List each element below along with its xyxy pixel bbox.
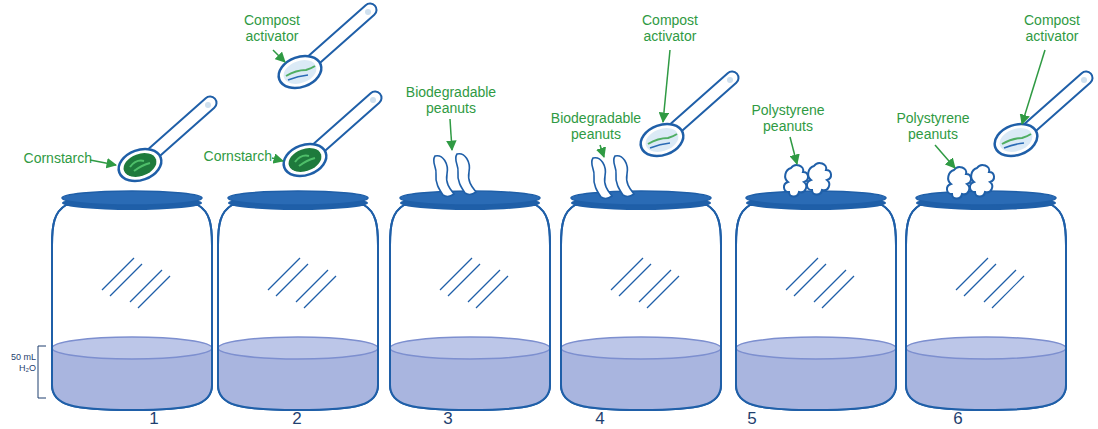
leader-line bbox=[790, 137, 797, 164]
callout-label: Compost activator bbox=[630, 12, 710, 44]
peanut bbox=[456, 154, 476, 195]
peanut bbox=[614, 156, 634, 197]
callout-label: Polystyrene peanuts bbox=[740, 102, 836, 134]
jar bbox=[218, 191, 378, 410]
callout-label: Polystyrene peanuts bbox=[885, 110, 981, 142]
peanut bbox=[807, 163, 831, 194]
peanut bbox=[434, 156, 454, 197]
jar-number: 2 bbox=[287, 410, 307, 428]
peanut bbox=[970, 165, 994, 196]
callout-label: Compost activator bbox=[232, 12, 312, 44]
volume-label: H₂O bbox=[2, 363, 36, 373]
jar bbox=[52, 191, 212, 410]
leader-line bbox=[450, 119, 452, 150]
callout-label: Compost activator bbox=[1012, 12, 1092, 44]
jar-number: 3 bbox=[438, 410, 458, 428]
jar-number: 1 bbox=[144, 410, 164, 428]
jar-number: 4 bbox=[590, 410, 610, 428]
spoon bbox=[279, 97, 376, 182]
spoon bbox=[990, 77, 1087, 162]
leader-line bbox=[663, 50, 670, 122]
jar bbox=[736, 191, 896, 410]
callout-label: Cornstarch bbox=[12, 150, 92, 166]
callout-label: Cornstarch bbox=[192, 148, 272, 164]
jar bbox=[390, 191, 550, 410]
spoon bbox=[114, 102, 211, 187]
callout-label: Biodegradable peanuts bbox=[395, 84, 507, 116]
peanut bbox=[947, 167, 971, 198]
leader-line bbox=[935, 145, 955, 168]
leader-line bbox=[273, 50, 285, 62]
bracket bbox=[38, 346, 46, 398]
leader-line bbox=[1022, 50, 1045, 124]
callout-label: Biodegradable peanuts bbox=[540, 110, 652, 142]
jar-number: 6 bbox=[948, 410, 968, 428]
peanut bbox=[784, 165, 808, 196]
spoon bbox=[636, 77, 733, 162]
jar bbox=[906, 191, 1066, 410]
leader-line bbox=[272, 158, 283, 161]
leader-line bbox=[90, 160, 116, 165]
jar bbox=[561, 191, 721, 410]
leader-line bbox=[600, 145, 604, 157]
volume-label: 50 mL bbox=[2, 352, 36, 362]
jar-number: 5 bbox=[742, 410, 762, 428]
peanut bbox=[592, 158, 612, 199]
